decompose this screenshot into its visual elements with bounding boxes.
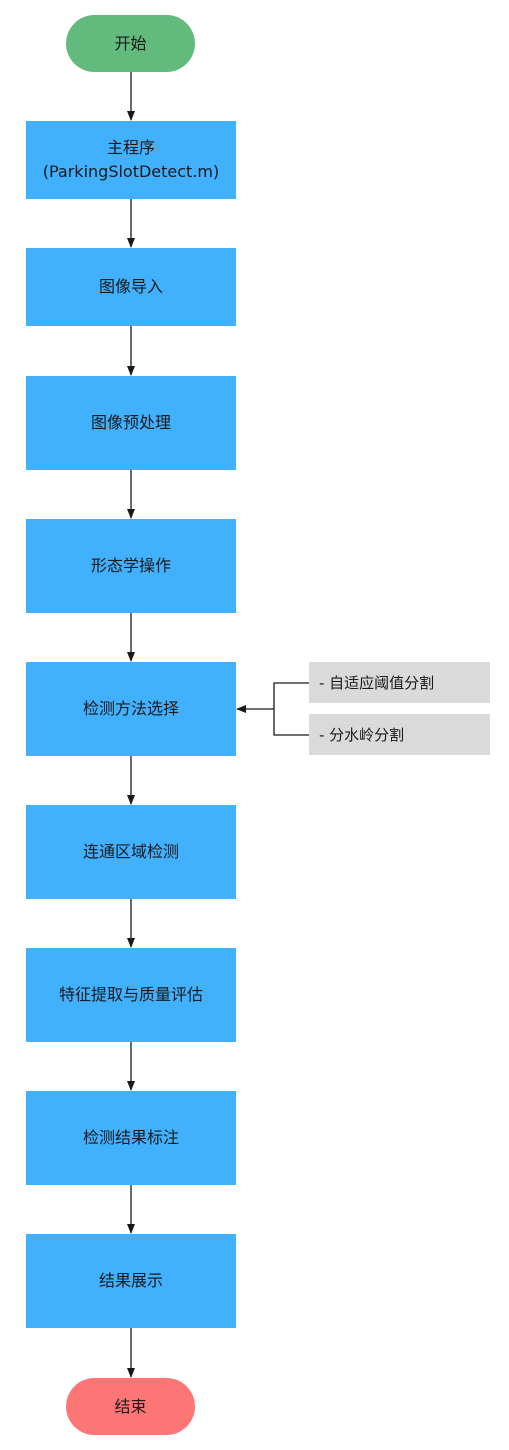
step-method-select: 检测方法选择: [26, 662, 236, 756]
step-annotate-label: 检测结果标注: [82, 1128, 179, 1147]
step-annotate: 检测结果标注: [26, 1091, 236, 1185]
option-watershed: - 分水岭分割: [309, 714, 490, 755]
step-feature-extract-label: 特征提取与质量评估: [58, 985, 203, 1004]
start-label: 开始: [114, 33, 147, 53]
bracket-options: [273, 682, 309, 736]
step-feature-extract: 特征提取与质量评估: [26, 948, 236, 1042]
step-display: 结果展示: [26, 1234, 236, 1328]
step-morphology: 形态学操作: [26, 519, 236, 613]
step-main-program-file: (ParkingSlotDetect.m): [42, 162, 220, 181]
end-node: 结束: [66, 1378, 195, 1435]
start-node: 开始: [66, 15, 195, 72]
step-image-import-label: 图像导入: [98, 277, 163, 296]
end-label: 结束: [114, 1396, 147, 1416]
option-adaptive-threshold: - 自适应阈值分割: [309, 662, 490, 703]
step-main-program-title: 主程序: [106, 138, 155, 157]
step-morphology-label: 形态学操作: [90, 556, 171, 575]
step-display-label: 结果展示: [98, 1271, 163, 1290]
step-preprocess: 图像预处理: [26, 376, 236, 470]
step-main-program: 主程序 (ParkingSlotDetect.m): [26, 121, 236, 199]
option-watershed-label: - 分水岭分割: [319, 726, 405, 744]
option-adaptive-threshold-label: - 自适应阈值分割: [319, 674, 435, 692]
step-method-select-label: 检测方法选择: [82, 699, 179, 718]
step-connected-region-label: 连通区域检测: [82, 842, 179, 861]
step-image-import: 图像导入: [26, 248, 236, 326]
step-connected-region: 连通区域检测: [26, 805, 236, 899]
step-preprocess-label: 图像预处理: [90, 413, 171, 432]
